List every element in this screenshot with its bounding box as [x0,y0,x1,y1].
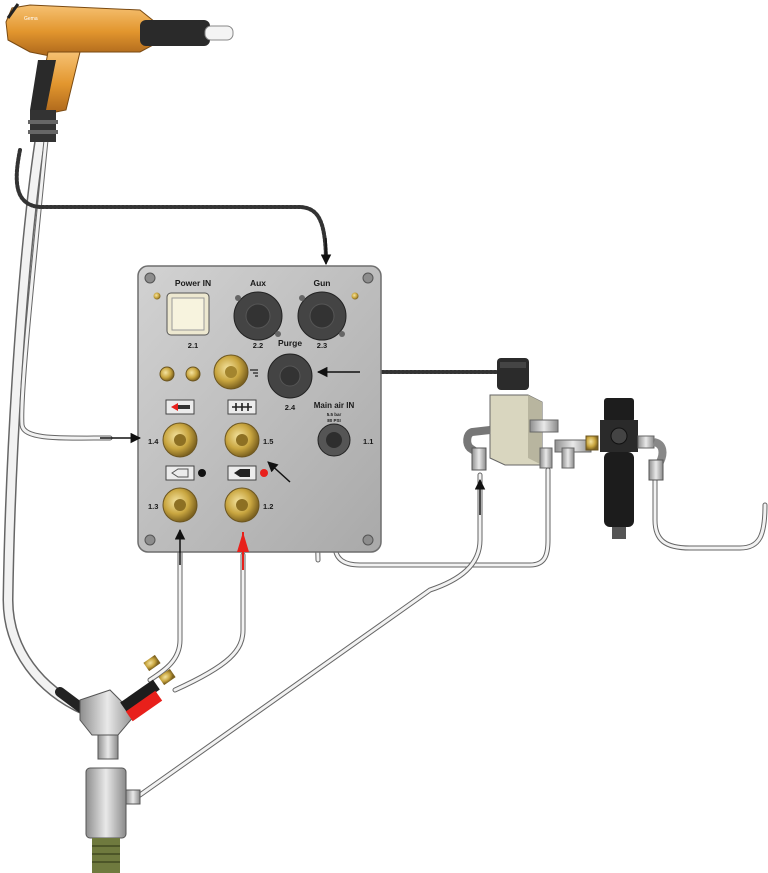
spray-gun: Gema [5,3,234,142]
purge-connector[interactable] [267,353,313,399]
hose-supply [652,467,768,551]
port-number-2-4: 2.4 [285,403,296,412]
control-panel: Power IN 2.1 Aux 2.2 Gun 2.3 Purge [137,265,382,553]
filter-regulator [585,398,667,539]
port-number-2-2: 2.2 [253,341,263,350]
gun-signal-cable [14,148,328,260]
gun-label: Gun [314,278,331,288]
gun-connector[interactable] [297,291,347,341]
port-number-2-1: 2.1 [188,341,198,350]
purge-label: Purge [278,338,302,348]
port-1-5[interactable] [224,422,260,458]
arrows [100,238,486,565]
port-1-4[interactable] [162,422,198,458]
screw [362,272,374,284]
aux-label: Aux [250,278,266,288]
ground-icon [250,369,258,377]
port-number-1-5: 1.5 [263,437,273,446]
main-air-pressure-bar: 5.5 bar [327,412,342,417]
aux-connector[interactable] [233,291,283,341]
gun-brand-label: Gema [24,16,38,22]
purge-valve-assembly [463,358,592,471]
powder-injector [55,654,176,873]
injector-icon-box [165,465,195,481]
arrow-1-2-red-head [237,532,249,552]
screw [144,534,156,546]
main-air-in-label: Main air IN [314,401,355,410]
main-air-in-connector[interactable] [317,423,351,457]
power-in-label: Power IN [175,278,211,288]
screw [362,534,374,546]
port-number-1-2: 1.2 [263,502,273,511]
arrow-1-5 [267,461,291,483]
screw [144,272,156,284]
port-number-1-1: 1.1 [363,437,373,446]
port-number-2-3: 2.3 [317,341,327,350]
black-indicator-dot [198,469,206,477]
hose-1-2 [172,552,246,693]
port-1-3[interactable] [162,487,198,523]
red-indicator-dot [260,469,268,477]
port-1-2[interactable] [224,487,260,523]
main-air-pressure-psi: 80 PSI [327,418,341,423]
port-number-1-3: 1.3 [148,502,158,511]
port-number-1-4: 1.4 [148,437,159,446]
